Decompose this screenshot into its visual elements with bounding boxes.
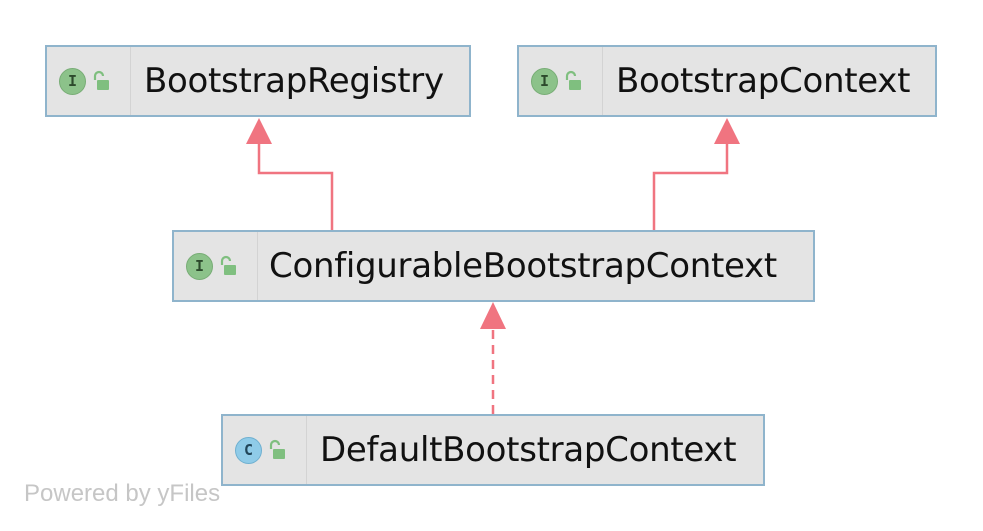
unlocked-padlock-icon [565, 70, 581, 90]
interface-icon: I [531, 67, 558, 95]
node-configurable-bootstrap-context[interactable]: I ConfigurableBootstrapContext [172, 230, 815, 302]
edge-configurable-to-registry-arrowhead [246, 118, 272, 144]
node-label: BootstrapRegistry [144, 61, 444, 101]
node-icons: I [47, 47, 110, 115]
watermark-text: Powered by yFiles [24, 480, 221, 507]
edge-configurable-to-context-arrowhead [714, 118, 740, 144]
unlocked-padlock-icon [220, 255, 236, 275]
node-label: ConfigurableBootstrapContext [269, 246, 777, 286]
class-icon: C [235, 436, 262, 464]
node-icons: I [174, 232, 237, 300]
node-divider [306, 416, 307, 484]
node-default-bootstrap-context[interactable]: C DefaultBootstrapContext [221, 414, 765, 486]
node-icons: C [223, 416, 286, 484]
node-icons: I [519, 47, 582, 115]
edge-configurable-to-context [652, 143, 729, 230]
node-bootstrap-context[interactable]: I BootstrapContext [517, 45, 937, 117]
node-label: BootstrapContext [616, 61, 911, 101]
node-label: DefaultBootstrapContext [320, 430, 737, 470]
edge-configurable-to-registry [257, 143, 334, 230]
interface-icon: I [59, 67, 86, 95]
node-divider [257, 232, 258, 300]
unlocked-padlock-icon [269, 439, 285, 459]
node-divider [130, 47, 131, 115]
unlocked-padlock-icon [93, 70, 109, 90]
node-bootstrap-registry[interactable]: I BootstrapRegistry [45, 45, 471, 117]
node-divider [602, 47, 603, 115]
edge-default-to-configurable-arrowhead [480, 302, 506, 329]
interface-icon: I [186, 252, 213, 280]
